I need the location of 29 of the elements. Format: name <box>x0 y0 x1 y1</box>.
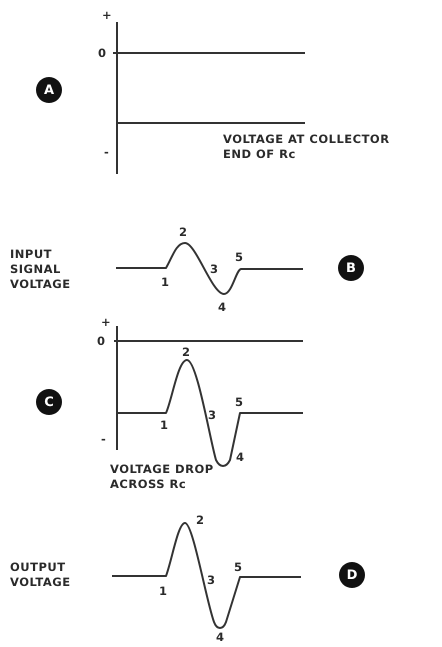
axis-sign: + <box>101 315 112 330</box>
point-number: 1 <box>159 584 168 599</box>
point-number: 3 <box>207 573 216 588</box>
letter-marker: A <box>36 77 62 103</box>
point-number: 5 <box>235 250 244 265</box>
point-number: 3 <box>208 408 217 423</box>
point-number: 1 <box>161 275 170 290</box>
curve-label: VOLTAGE AT COLLECTOR END OF Rc <box>223 132 391 162</box>
point-number: 5 <box>235 395 244 410</box>
curve-label: INPUT SIGNAL VOLTAGE <box>10 247 72 292</box>
point-number: 4 <box>218 300 227 315</box>
axis-sign: + <box>102 8 112 23</box>
axis-sign: - <box>101 432 106 447</box>
axis-sign: - <box>104 145 110 160</box>
point-number: 3 <box>210 262 219 277</box>
letter-marker: C <box>36 389 62 415</box>
point-number: 5 <box>234 560 243 575</box>
axis-tick-label: 0 <box>97 334 106 349</box>
point-number: 2 <box>196 513 205 528</box>
axis-tick-label: 0 <box>98 46 107 61</box>
point-number: 4 <box>236 450 245 465</box>
curve-label: OUTPUT VOLTAGE <box>10 560 72 590</box>
letter-marker: D <box>339 562 365 588</box>
curve-label: VOLTAGE DROP ACROSS Rc <box>110 462 215 492</box>
letter-marker: B <box>338 255 364 281</box>
point-number: 1 <box>160 418 169 433</box>
point-number: 2 <box>179 225 188 240</box>
point-number: 2 <box>182 345 191 360</box>
point-number: 4 <box>216 630 225 645</box>
